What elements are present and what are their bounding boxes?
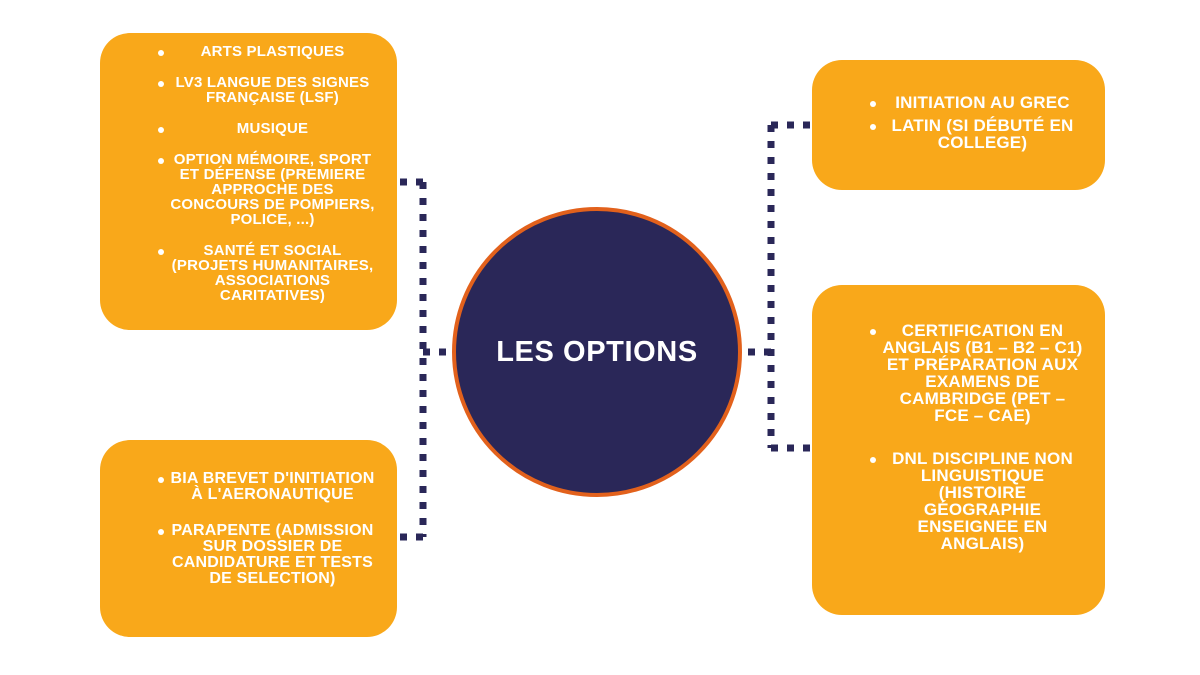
bullet-dot-icon — [158, 50, 164, 57]
list-item-label: INITIATION AU GREC — [895, 92, 1070, 112]
list-item: DNL DISCIPLINE NON LINGUISTIQUE (HISTOIR… — [822, 450, 1091, 552]
list-item-label: SANTÉ ET SOCIAL (PROJETS HUMANITAIRES, A… — [171, 242, 374, 304]
list-item-label: CERTIFICATION EN ANGLAIS (B1 – B2 – C1) … — [882, 321, 1083, 425]
bullet-dot-icon — [158, 529, 164, 536]
list-item: INITIATION AU GREC — [822, 94, 1091, 111]
list-item-label: BIA BREVET D'INITIATION À L'AERONAUTIQUE — [170, 469, 375, 503]
list-item-label: LV3 LANGUE DES SIGNES FRANÇAISE (LSF) — [175, 74, 370, 106]
bullet-list-top-left: ARTS PLASTIQUES LV3 LANGUE DES SIGNES FR… — [110, 44, 383, 319]
bullet-list-bottom-left: BIA BREVET D'INITIATION À L'AERONAUTIQUE… — [110, 469, 383, 607]
options-box-top-right[interactable]: INITIATION AU GREC LATIN (SI DÉBUTÉ EN C… — [812, 60, 1105, 190]
list-item: SANTÉ ET SOCIAL (PROJETS HUMANITAIRES, A… — [110, 243, 383, 303]
list-item: LATIN (SI DÉBUTÉ EN COLLEGE) — [822, 117, 1091, 151]
center-node-label: LES OPTIONS — [496, 335, 698, 368]
list-item-label: DNL DISCIPLINE NON LINGUISTIQUE (HISTOIR… — [892, 449, 1073, 553]
list-item: CERTIFICATION EN ANGLAIS (B1 – B2 – C1) … — [822, 322, 1091, 424]
bullet-dot-icon — [870, 100, 876, 107]
bullet-dot-icon — [158, 158, 164, 165]
list-item-label: PARAPENTE (ADMISSION SUR DOSSIER DE CAND… — [171, 521, 374, 587]
options-box-bottom-left[interactable]: BIA BREVET D'INITIATION À L'AERONAUTIQUE… — [100, 440, 397, 637]
bullet-list-bottom-right: CERTIFICATION EN ANGLAIS (B1 – B2 – C1) … — [822, 322, 1091, 578]
list-item: LV3 LANGUE DES SIGNES FRANÇAISE (LSF) — [110, 75, 383, 105]
list-item: BIA BREVET D'INITIATION À L'AERONAUTIQUE — [110, 469, 383, 503]
list-item: PARAPENTE (ADMISSION SUR DOSSIER DE CAND… — [110, 521, 383, 587]
center-node-circle[interactable]: LES OPTIONS — [452, 207, 742, 497]
bullet-list-top-right: INITIATION AU GREC LATIN (SI DÉBUTÉ EN C… — [822, 94, 1091, 157]
bullet-dot-icon — [158, 127, 164, 134]
list-item: MUSIQUE — [110, 121, 383, 136]
options-box-bottom-right[interactable]: CERTIFICATION EN ANGLAIS (B1 – B2 – C1) … — [812, 285, 1105, 615]
bullet-dot-icon — [870, 457, 876, 464]
bullet-dot-icon — [158, 249, 164, 256]
list-item-label: OPTION MÉMOIRE, SPORT ET DÉFENSE (PREMIE… — [170, 151, 375, 228]
list-item-label: MUSIQUE — [236, 120, 309, 137]
options-box-top-left[interactable]: ARTS PLASTIQUES LV3 LANGUE DES SIGNES FR… — [100, 33, 397, 330]
bullet-dot-icon — [158, 81, 164, 88]
list-item: OPTION MÉMOIRE, SPORT ET DÉFENSE (PREMIE… — [110, 152, 383, 227]
list-item: ARTS PLASTIQUES — [110, 44, 383, 59]
list-item-label: LATIN (SI DÉBUTÉ EN COLLEGE) — [891, 115, 1074, 152]
list-item-label: ARTS PLASTIQUES — [200, 43, 345, 60]
bullet-dot-icon — [158, 477, 164, 484]
bullet-dot-icon — [870, 329, 876, 336]
bullet-dot-icon — [870, 123, 876, 130]
